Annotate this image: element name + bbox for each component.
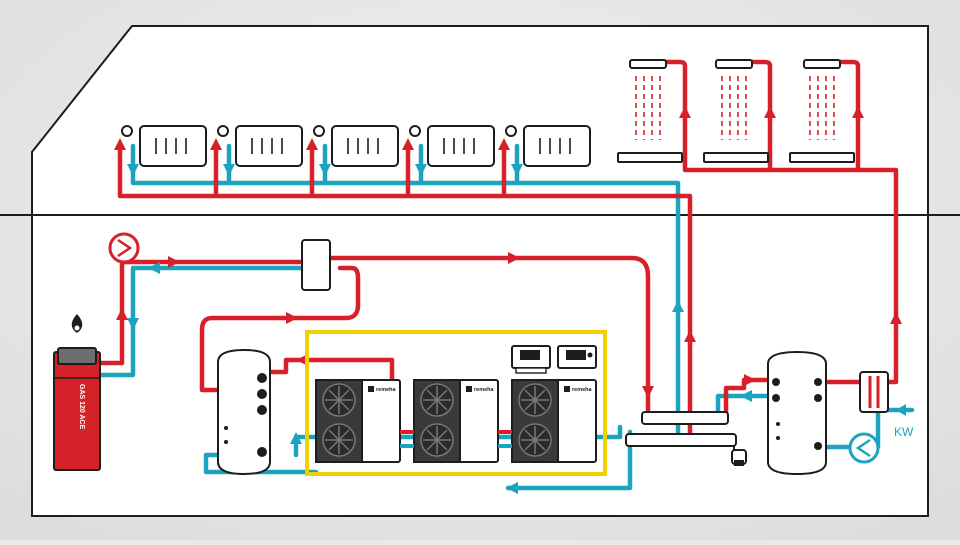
arrow [740, 390, 752, 402]
arrow [148, 262, 160, 274]
shower-supply-line [663, 59, 899, 385]
arrow [402, 138, 414, 150]
main-flow-line [327, 255, 651, 413]
system-return-line [505, 429, 633, 491]
flow-arrows [114, 106, 906, 494]
hot-water-tank [767, 350, 827, 476]
heat-pump-brand: remeha [572, 387, 593, 393]
arrow [896, 404, 906, 416]
radiator-icon [409, 125, 495, 167]
hydraulic-separator [301, 239, 331, 291]
arrow [116, 308, 128, 320]
distribution-manifold [625, 411, 747, 466]
arrow [506, 482, 518, 494]
arrow [127, 318, 139, 330]
radiator-icon [505, 125, 591, 167]
controller-icon [511, 345, 551, 374]
heatpump-flow-line [267, 357, 395, 383]
buffer-tank [217, 348, 271, 476]
arrow [508, 252, 520, 264]
radiators [121, 125, 591, 167]
arrow [319, 164, 331, 176]
arrow [511, 164, 523, 176]
separator-loop [199, 265, 361, 393]
arrow [890, 312, 902, 324]
radiator-return-line [130, 143, 681, 437]
radiator-icon [217, 125, 303, 167]
fan-icon [322, 383, 356, 417]
heat-pump-unit: remeha [413, 379, 499, 463]
shower-icon [789, 59, 855, 163]
arrow [684, 330, 696, 342]
arrow [114, 138, 126, 150]
arrow [672, 300, 684, 312]
arrow [290, 432, 302, 444]
arrow [498, 138, 510, 150]
arrow [744, 374, 756, 386]
flame-icon [71, 314, 83, 333]
boiler-label: GAS 120 ACE [78, 384, 85, 430]
arrow [415, 164, 427, 176]
fan-icon [322, 423, 356, 457]
mixing-valve [859, 371, 889, 413]
flow-pipes [97, 59, 899, 437]
arrow [852, 106, 864, 118]
heat-pump-unit: remeha [511, 379, 597, 463]
arrow [168, 256, 180, 268]
arrow [306, 138, 318, 150]
pump-icon [108, 232, 140, 264]
arrow [764, 106, 776, 118]
fan-icon [420, 423, 454, 457]
radiator-flow-line [117, 143, 693, 437]
gas-boiler: GAS 120 ACE [53, 347, 101, 471]
arrow [223, 164, 235, 176]
arrow [210, 138, 222, 150]
radiator-icon [121, 125, 207, 167]
cold-water-label: KW [894, 425, 914, 439]
shower-icon [703, 59, 769, 163]
fan-icon [518, 383, 552, 417]
arrow [286, 312, 298, 324]
radiator-icon [313, 125, 399, 167]
fan-icon [518, 423, 552, 457]
controller-icon [557, 345, 597, 369]
arrow [127, 164, 139, 176]
pump-icon [848, 432, 880, 464]
heat-pump-enclosure [305, 330, 607, 476]
fan-icon [420, 383, 454, 417]
arrow [642, 386, 654, 398]
heat-pump-brand: remeha [474, 387, 495, 393]
heat-pump-brand: remeha [376, 387, 397, 393]
showers [617, 59, 855, 163]
heat-pump-unit: remeha [315, 379, 401, 463]
arrow [679, 106, 691, 118]
shower-icon [617, 59, 683, 163]
